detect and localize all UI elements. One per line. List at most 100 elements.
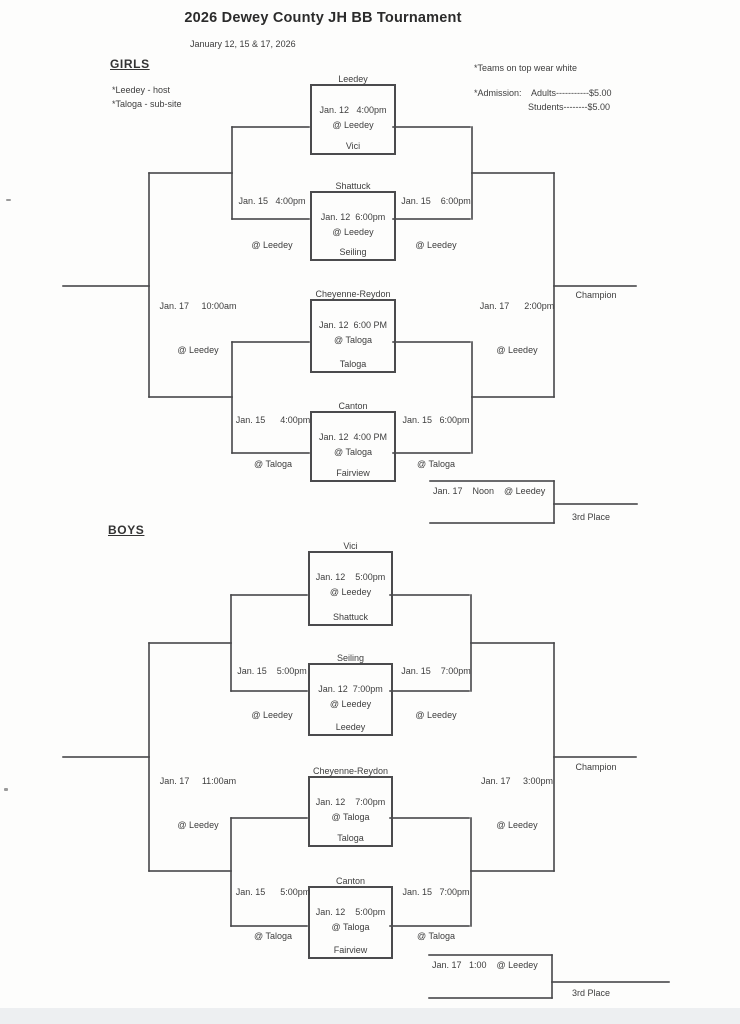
- team-name: Vici: [343, 541, 358, 551]
- third-place-line: [553, 480, 555, 524]
- game-date-time: Jan. 12 4:00pm: [319, 105, 387, 115]
- girls-third-place-game-label: Jan. 17 Noon @ Leedey: [433, 486, 546, 496]
- boys-semifinal-right2-label: Jan. 15 7:00pm @ Taloga: [397, 856, 475, 972]
- game-date-time: Jan. 12 7:00pm: [315, 797, 386, 807]
- game-date-time: Jan. 15 4:00pm: [235, 415, 311, 425]
- bracket-line: [62, 756, 150, 758]
- third-place-line: [428, 997, 553, 999]
- girls-championship-label: Jan. 17 2:00pm @ Leedey: [478, 270, 556, 386]
- game-date-time: Jan. 15 7:00pm: [402, 887, 470, 897]
- game-date-time: Jan. 17 3:00pm: [480, 776, 554, 786]
- game-location: @ Leedey: [496, 819, 538, 830]
- bracket-line: [392, 341, 471, 343]
- bracket-line: [389, 817, 470, 819]
- game-location: @ Leedey: [415, 709, 457, 720]
- game-date-time: Jan. 15 5:00pm: [237, 666, 307, 676]
- girls-semifinal-left-label: Jan. 15 4:00pm @ Leedey: [233, 165, 311, 281]
- game-location: @ Taloga: [334, 335, 372, 345]
- boys-semifinal-right-label: Jan. 15 7:00pm @ Leedey: [397, 635, 475, 751]
- bracket-line: [148, 642, 232, 644]
- team-name: Vici: [345, 141, 361, 151]
- game-date-time: Jan. 12 5:00pm: [315, 572, 386, 582]
- bracket-line: [231, 126, 310, 128]
- scan-artifact: [4, 788, 8, 791]
- game-location: @ Taloga: [254, 930, 292, 941]
- game-location: @ Leedey: [415, 239, 457, 250]
- game-location: @ Taloga: [417, 458, 455, 469]
- boys-game4-box: Canton Jan. 12 5:00pm @ Taloga Fairview: [308, 876, 393, 959]
- girls-game4-box: Canton Jan. 12 4:00 PM @ Taloga Fairview: [310, 401, 396, 482]
- game-date-time: Jan. 17 2:00pm: [479, 301, 555, 311]
- game-date-time: Jan. 15 6:00pm: [401, 196, 471, 206]
- boys-championship-label: Jan. 17 3:00pm @ Leedey: [478, 745, 556, 861]
- girls-consolation-final-label: Jan. 17 10:00am @ Leedey: [158, 270, 238, 386]
- note-students: Students--------$5.00: [528, 102, 611, 112]
- bracket-line: [62, 285, 150, 287]
- page-title: 2026 Dewey County JH BB Tournament: [184, 10, 462, 26]
- game-date-time: Jan. 15 7:00pm: [401, 666, 471, 676]
- team-name: Canton: [338, 401, 368, 411]
- boys-third-place-label: 3rd Place: [571, 988, 611, 998]
- bracket-line: [231, 218, 310, 220]
- bracket-line: [470, 817, 472, 927]
- team-name: Canton: [335, 876, 366, 886]
- game-location: @ Leedey: [177, 344, 219, 355]
- game-location: @ Leedey: [251, 239, 293, 250]
- bracket-line: [148, 172, 233, 174]
- bracket-line: [471, 396, 555, 398]
- bracket-line: [230, 817, 232, 927]
- girls-semifinal-right2-label: Jan. 15 6:00pm @ Taloga: [397, 384, 475, 500]
- boys-consolation-left-label: Jan. 15 5:00pm @ Taloga: [233, 856, 313, 972]
- bracket-line: [148, 396, 233, 398]
- team-name: Taloga: [337, 833, 364, 843]
- game-date-time: Jan. 12 6:00 PM: [318, 320, 388, 330]
- game-location: @ Leedey: [496, 344, 538, 355]
- girls-game1-box: Leedey Jan. 12 4:00pm @ Leedey Vici: [310, 74, 396, 155]
- third-place-line: [428, 954, 553, 956]
- game-location: @ Taloga: [417, 930, 455, 941]
- game-date-time: Jan. 15 6:00pm: [402, 415, 470, 425]
- bracket-line: [470, 870, 555, 872]
- boys-section-label: BOYS: [108, 523, 145, 537]
- scan-artifact: [6, 199, 11, 201]
- bracket-line: [392, 452, 471, 454]
- team-name: Taloga: [339, 359, 367, 369]
- boys-game1-box: Vici Jan. 12 5:00pm @ Leedey Shattuck: [308, 541, 393, 626]
- game-date-time: Jan. 12 7:00pm: [318, 684, 383, 694]
- game-date-time: Jan. 12 5:00pm: [315, 907, 386, 917]
- boys-champion-label: Champion: [575, 762, 617, 772]
- team-name: Leedey: [335, 722, 366, 732]
- team-name: Shattuck: [335, 181, 371, 191]
- game-location: @ Leedey: [251, 709, 293, 720]
- game-location: @ Taloga: [331, 812, 370, 822]
- game-location: @ Leedey: [329, 587, 372, 597]
- game-date-time: Jan. 17 10:00am: [159, 301, 237, 311]
- team-name: Cheyenne-Reydon: [312, 766, 389, 776]
- third-place-winner-line: [551, 981, 670, 983]
- boys-third-place-game-label: Jan. 17 1:00 @ Leedey: [432, 960, 538, 970]
- bracket-line: [471, 172, 555, 174]
- team-name: Shattuck: [332, 612, 369, 622]
- game-date-time: Jan. 15 5:00pm: [235, 887, 311, 897]
- boys-consolation-final-label: Jan. 17 11:00am @ Leedey: [156, 745, 240, 861]
- scan-edge-band: [0, 1008, 740, 1024]
- game-location: @ Taloga: [334, 447, 372, 457]
- girls-section-label: GIRLS: [110, 57, 150, 71]
- third-place-line: [429, 522, 555, 524]
- bracket-line: [148, 870, 232, 872]
- girls-champion-label: Champion: [575, 290, 617, 300]
- bracket-line: [392, 218, 471, 220]
- bracket-line: [230, 817, 308, 819]
- game-location: @ Taloga: [254, 458, 292, 469]
- bracket-line: [230, 690, 308, 692]
- note-host: *Leedey - host: [112, 85, 171, 95]
- bracket-line: [389, 925, 470, 927]
- game-date-time: Jan. 12 4:00 PM: [318, 432, 388, 442]
- bracket-line: [231, 452, 310, 454]
- game-date-time: Jan. 15 4:00pm: [238, 196, 306, 206]
- team-name: Fairview: [333, 945, 368, 955]
- champion-line: [553, 756, 637, 758]
- third-place-winner-line: [553, 503, 638, 505]
- girls-game2-box: Shattuck Jan. 12 6:00pm @ Leedey Seiling: [310, 181, 396, 261]
- game-date-time: Jan. 12 6:00pm: [320, 212, 386, 222]
